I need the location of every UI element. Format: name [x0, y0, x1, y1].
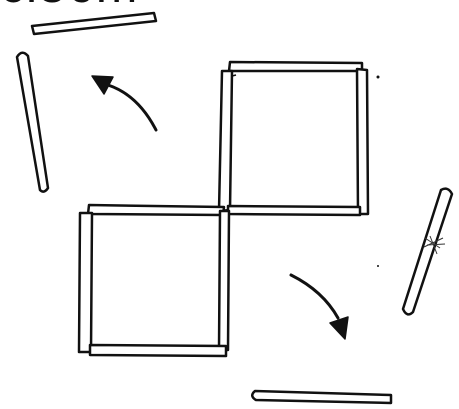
square-upper-right — [219, 62, 368, 215]
rotation-arrow-lower-right — [291, 275, 348, 339]
ink-dot-small — [377, 265, 379, 267]
matchstick-ll-top — [88, 205, 224, 215]
matchstick-ur-left — [219, 71, 232, 211]
loose-matchstick-left — [17, 53, 48, 192]
matchstick-ur-right — [357, 69, 368, 214]
loose-matchstick-bottom — [252, 391, 391, 403]
ink-dot — [377, 76, 380, 79]
rotation-arrow-upper-left — [92, 76, 156, 130]
matchstick-ll-right — [219, 211, 229, 350]
matchstick-ll-bottom — [90, 345, 226, 356]
matchstick-ur-top — [229, 62, 362, 71]
matchstick-ll-left — [79, 213, 92, 352]
loose-matchstick-right — [403, 189, 452, 315]
square-lower-left — [79, 205, 229, 356]
loose-matchstick-top — [32, 13, 156, 34]
matchstick-ur-bottom — [228, 206, 360, 215]
